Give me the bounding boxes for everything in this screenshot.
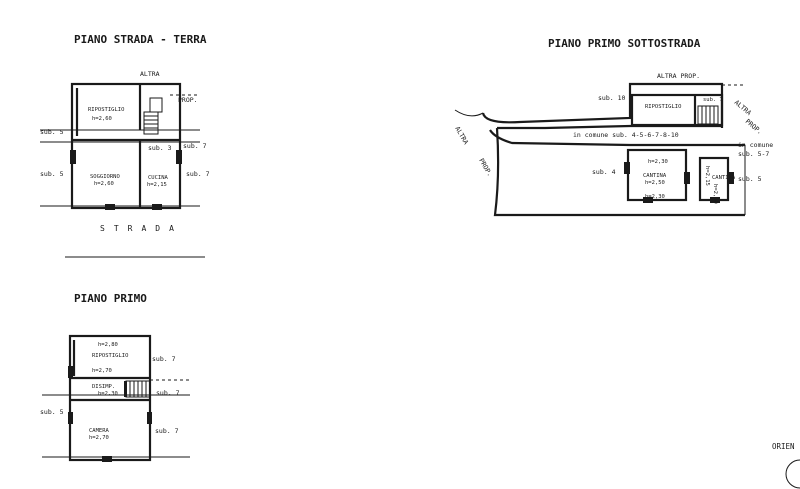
label-prop: PROP. (178, 96, 198, 104)
room-ripostiglio: RIPOSTIGLIO (88, 107, 124, 113)
room-camera-height: h=2,70 (89, 435, 109, 441)
basement-ripostiglio-walls (630, 93, 724, 127)
basement-upper-boundary (481, 82, 724, 128)
first-staircase (124, 380, 151, 398)
cantina-height: h=2,15 (704, 166, 710, 186)
label-in-comune-sub: sub. 5-7 (738, 150, 769, 158)
room-disimpegno-height: h=2,30 (98, 391, 118, 397)
door-opening (102, 456, 112, 462)
pillar (176, 150, 182, 164)
room-disimpegno: DISIMP. (92, 384, 115, 390)
boundary-curve (454, 109, 484, 117)
first-top-height: h=2,80 (98, 342, 118, 348)
room-cucina: CUCINA (148, 175, 169, 181)
label-altra: ALTRA (733, 98, 753, 117)
room-cantina-height: h=2,50 (645, 180, 665, 186)
corridor-lower-edge (489, 129, 745, 147)
cantina-height-bottom: h=2,30 (645, 194, 665, 200)
pillar (68, 366, 73, 378)
ground-outer-walls (70, 82, 182, 210)
first-floor-title: PIANO PRIMO (74, 292, 147, 305)
label-sub7: sub. 7 (156, 389, 180, 397)
label-sub5: sub. 5 (40, 128, 64, 136)
orientation-marker: ORIEN (772, 442, 800, 489)
label-in-comune: in comune sub. 4-5-6-7-8-10 (573, 131, 679, 139)
room-cantina: CANTINA (643, 173, 667, 179)
ground-floor-plan: PIANO STRADA - TERRA ALTRA PROP. RIPOSTI… (40, 33, 210, 258)
basement-title: PIANO PRIMO SOTTOSTRADA (548, 37, 701, 50)
label-sub7: sub. 7 (155, 427, 179, 435)
label-sub7: sub. 7 (703, 97, 723, 103)
label-sub5: sub. 5 (40, 408, 64, 416)
pillar (70, 150, 76, 164)
cantina-height: h=2,30 (712, 184, 718, 204)
label-sub10: sub. 10 (598, 94, 625, 102)
label-prop: PROP. (744, 117, 764, 136)
label-sub7: sub. 7 (152, 355, 176, 363)
pillar (624, 162, 630, 174)
pillar (728, 172, 734, 184)
basement-lower-boundary (493, 127, 745, 217)
pillar (68, 412, 73, 424)
cantina-height-top: h=2,30 (648, 159, 668, 165)
room-cantina: CANTINA (712, 175, 736, 181)
room-camera: CAMERA (89, 428, 110, 434)
compass-icon (785, 459, 800, 489)
label-altra: ALTRA (140, 70, 160, 78)
label-sub7: sub. 7 (183, 142, 207, 150)
label-in-comune: in comune (738, 141, 773, 149)
label-sub3: sub. 3 (148, 144, 172, 152)
orientation-label: ORIEN (772, 442, 795, 451)
label-sub4: sub. 4 (592, 168, 616, 176)
room-ripostiglio-height: h=2,60 (92, 116, 112, 122)
corridor-upper-edge (497, 124, 722, 130)
label-altra-prop: ALTRA PROP. (657, 72, 700, 80)
label-prop: PROP. (477, 157, 494, 178)
room-cucina-height: h=2,15 (147, 182, 167, 188)
first-floor-plan: PIANO PRIMO h=2,80 RIPOSTIGLIO h=2,70 su… (40, 292, 190, 462)
pillar (147, 412, 152, 424)
door-opening (152, 204, 162, 210)
label-sub7: sub. 7 (186, 170, 210, 178)
room-ripostiglio-height: h=2,70 (92, 368, 112, 374)
ground-floor-title: PIANO STRADA - TERRA (74, 33, 207, 46)
street-label: STRADA (100, 224, 183, 233)
room-soggiorno-height: h=2,60 (94, 181, 114, 187)
room-ripostiglio: RIPOSTIGLIO (645, 104, 681, 110)
room-soggiorno: SOGGIORNO (90, 174, 120, 180)
basement-staircase (697, 105, 719, 125)
door-opening (105, 204, 115, 210)
door-opening (643, 197, 653, 203)
ground-staircase (143, 97, 163, 135)
label-altra: ALTRA (453, 125, 470, 146)
pillar (684, 172, 690, 184)
basement-plan: PIANO PRIMO SOTTOSTRADA ALTRA PROP. sub.… (453, 37, 773, 217)
label-sub5: sub. 5 (738, 175, 762, 183)
room-ripostiglio: RIPOSTIGLIO (92, 353, 128, 359)
label-sub5: sub. 5 (40, 170, 64, 178)
door-opening (710, 197, 720, 203)
